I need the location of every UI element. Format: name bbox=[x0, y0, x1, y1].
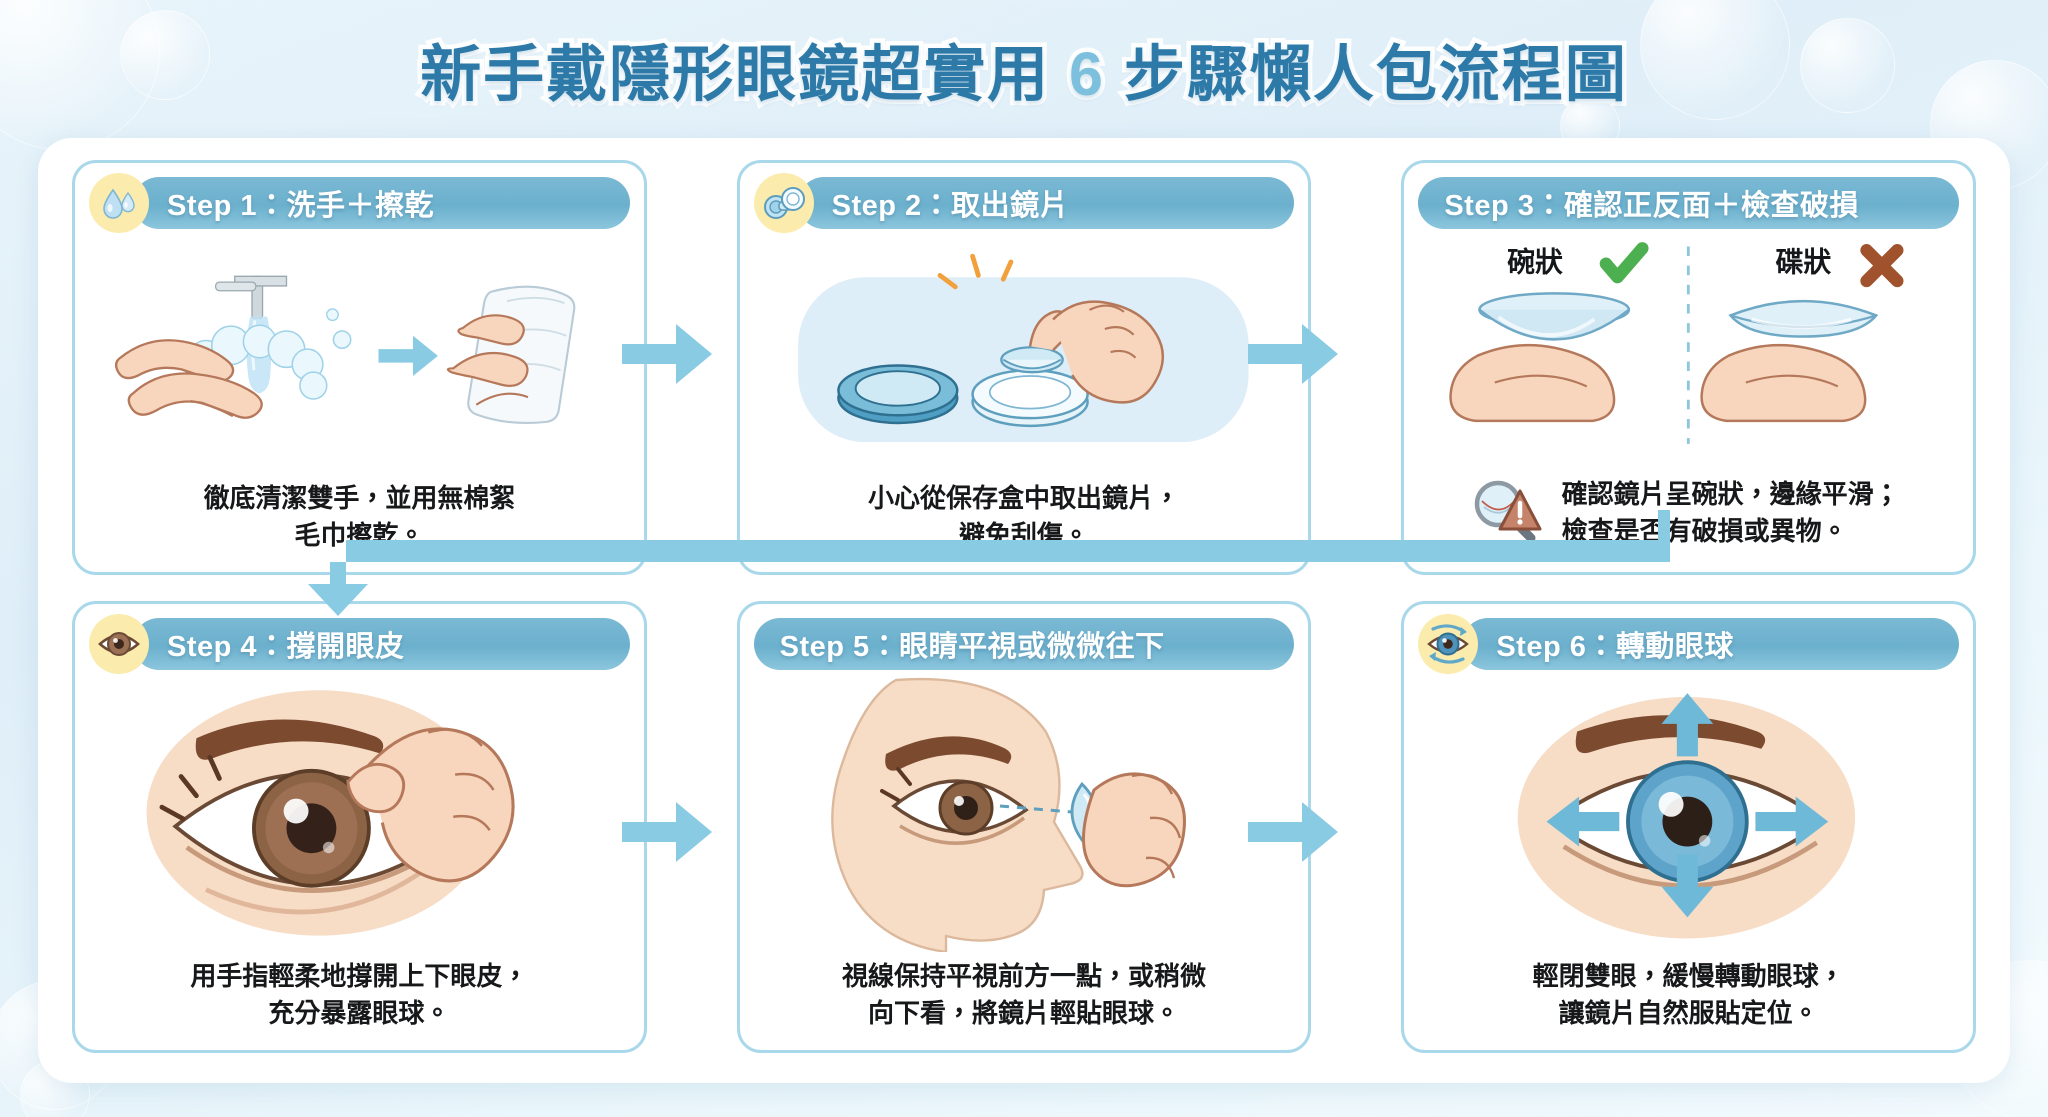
flow-connectors bbox=[308, 324, 1670, 862]
step-card-2[interactable]: Step 2：取出鏡片 bbox=[736, 160, 1312, 576]
step-3-illustration: 碗狀 碟狀 bbox=[1420, 231, 1957, 466]
lens-case-icon bbox=[753, 173, 814, 233]
step-4-illustration bbox=[91, 672, 628, 952]
step-3-caption: 確認鏡片呈碗狀，邊緣平滑； 檢查是否有破損或異物。 bbox=[1561, 479, 1900, 547]
step-1-illustration bbox=[91, 231, 628, 474]
magnifier-icon bbox=[1474, 481, 1542, 543]
arrow-step1-to-step2 bbox=[622, 324, 712, 384]
arrow-step4-to-step5 bbox=[622, 802, 712, 862]
step-5-title: Step 5：眼睛平視或微微往下 bbox=[753, 618, 1295, 671]
page-title: 新手戴隱形眼鏡超實用 6 步驟懶人包流程圖 bbox=[416, 24, 1631, 113]
water-droplet-icon bbox=[89, 173, 149, 233]
sparkle-icon bbox=[937, 253, 1013, 289]
flowchart-panel: Step 1：洗手＋擦乾 bbox=[38, 138, 2010, 1083]
page-title-step-count: 6 bbox=[1065, 36, 1108, 113]
page-title-container: 新手戴隱形眼鏡超實用 6 步驟懶人包流程圖 bbox=[0, 24, 2048, 113]
step-3-header: Step 3：確認正反面＋檢查破損 bbox=[1418, 177, 1959, 229]
steps-grid: Step 1：洗手＋擦乾 bbox=[38, 138, 2010, 1083]
step-5-caption: 視線保持平視前方一點，或稍微 向下看，將鏡片輕貼眼球。 bbox=[841, 961, 1206, 1029]
step-6-header: Step 6：轉動眼球 bbox=[1418, 614, 1959, 675]
step-4-header: Step 4：撐開眼皮 bbox=[89, 614, 630, 675]
step-6-caption: 輕閉雙眼，緩慢轉動眼球， 讓鏡片自然服貼定位。 bbox=[1532, 961, 1845, 1029]
step-card-1[interactable]: Step 1：洗手＋擦乾 bbox=[72, 160, 647, 576]
step-5-illustration bbox=[756, 672, 1293, 953]
step-4-caption: 用手指輕柔地撐開上下眼皮， 充分暴露眼球。 bbox=[190, 961, 529, 1029]
step-1-title: Step 1：洗手＋擦乾 bbox=[133, 177, 630, 229]
step-1-caption: 徹底清潔雙手，並用無棉絮 毛巾擦乾。 bbox=[203, 483, 516, 551]
step-4-title: Step 4：撐開眼皮 bbox=[133, 618, 630, 671]
warning-triangle-icon bbox=[1498, 489, 1542, 531]
arrow-step2-to-step3 bbox=[1248, 324, 1338, 384]
cross-icon bbox=[1860, 243, 1904, 287]
brown-eye-icon bbox=[89, 614, 149, 675]
rotation-arrow-icon bbox=[1546, 693, 1829, 918]
arrow-step5-to-step6 bbox=[1248, 802, 1338, 862]
page-title-suffix: 步驟懶人包流程圖 bbox=[1119, 36, 1630, 113]
step-2-header: Step 2：取出鏡片 bbox=[753, 173, 1295, 233]
step-card-3[interactable]: Step 3：確認正反面＋檢查破損 碗狀 bbox=[1401, 160, 1976, 576]
step-3-wrong-label: 碟狀 bbox=[1776, 246, 1832, 277]
step-3-title: Step 3：確認正反面＋檢查破損 bbox=[1418, 177, 1959, 229]
step-2-title: Step 2：取出鏡片 bbox=[797, 177, 1295, 229]
step-card-6[interactable]: Step 6：轉動眼球 bbox=[1401, 601, 1976, 1053]
page-title-prefix: 新手戴隱形眼鏡超實用 bbox=[416, 36, 1053, 113]
step-3-caption-row: 確認鏡片呈碗狀，邊緣平滑； 檢查是否有破損或異物。 bbox=[1464, 466, 1914, 558]
arrow-step3-to-step4 bbox=[308, 510, 1670, 616]
step-5-header: Step 5：眼睛平視或微微往下 bbox=[753, 618, 1295, 671]
rotating-eye-icon bbox=[1418, 614, 1479, 675]
inline-arrow-icon bbox=[378, 335, 438, 376]
check-icon bbox=[1600, 241, 1649, 284]
step-card-5[interactable]: Step 5：眼睛平視或微微往下 bbox=[736, 601, 1312, 1053]
step-3-correct-label: 碗狀 bbox=[1508, 246, 1564, 277]
step-1-header: Step 1：洗手＋擦乾 bbox=[89, 173, 630, 233]
step-6-title: Step 6：轉動眼球 bbox=[1462, 618, 1959, 671]
step-6-illustration bbox=[1420, 672, 1957, 952]
step-2-illustration bbox=[756, 231, 1293, 474]
